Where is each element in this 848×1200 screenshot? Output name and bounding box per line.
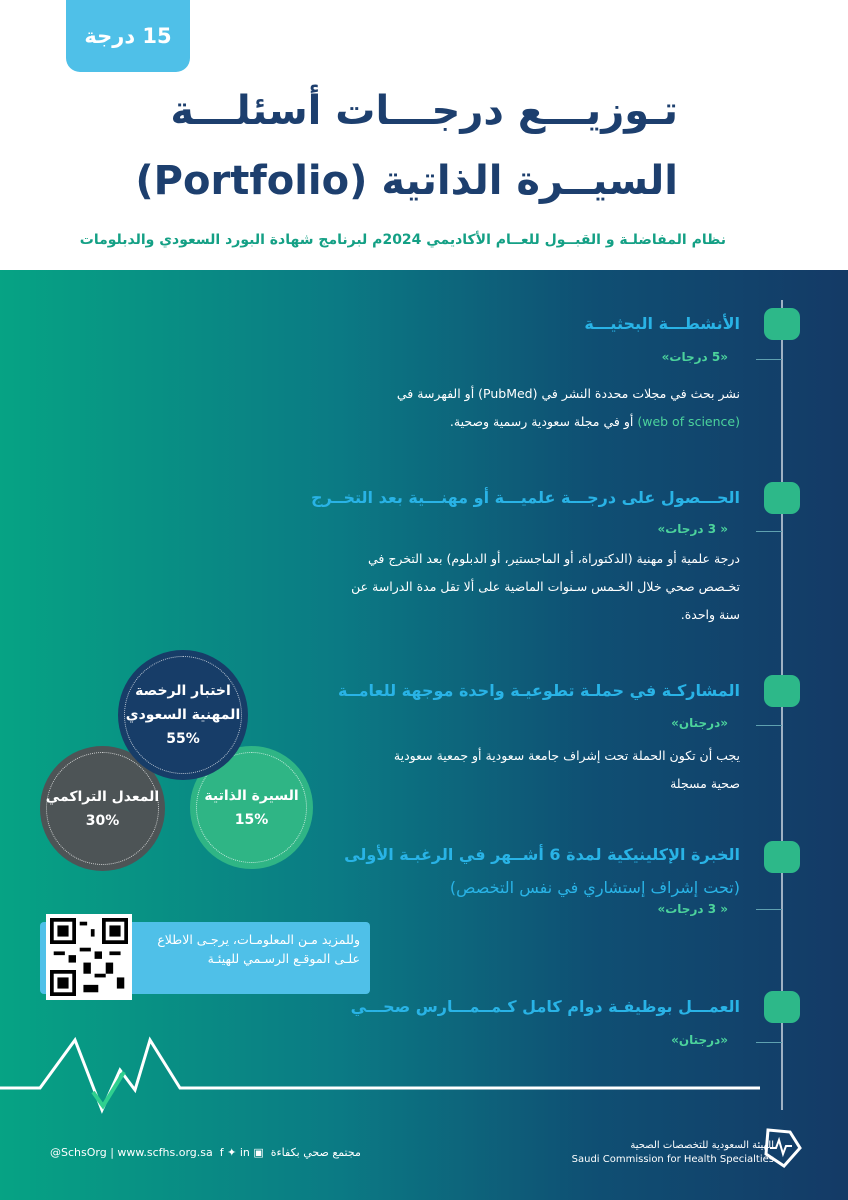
item-body: يجب أن تكون الحملة تحت إشراف جامعة سعودي… (393, 748, 740, 791)
timeline-node (764, 675, 800, 707)
scfhs-logo-icon (764, 1128, 802, 1168)
item-points: «درجتان» (671, 716, 728, 730)
item-points: « 3 درجات» (657, 522, 728, 536)
page-title-line1: تـوزيـــع درجـــات أسئلـــة (170, 88, 678, 134)
item-points: «5 درجات» (661, 350, 728, 364)
item-points: « 3 درجات» (657, 902, 728, 916)
timeline-node (764, 841, 800, 873)
timeline-node (764, 482, 800, 514)
timeline-tick (756, 909, 782, 910)
timeline-node (764, 991, 800, 1023)
timeline-tick (756, 359, 782, 360)
total-score-badge: 15 درجة (66, 0, 190, 72)
item-body: درجة علمية أو مهنية (الدكتوراة، أو الماج… (351, 551, 740, 622)
timeline-tick (756, 725, 782, 726)
timeline-node (764, 308, 800, 340)
timeline-tick (756, 1042, 782, 1043)
item-heading: الخبرة الإكلينيكية لمدة 6 أشــهر في الرغ… (344, 845, 740, 864)
qr-code-icon (50, 918, 128, 996)
heartbeat-line-icon (0, 1036, 760, 1114)
item-heading: الحـــصول على درجـــة علميـــة أو مهنـــ… (311, 488, 740, 507)
page-title-line2: السيــرة الذاتية (Portfolio) (135, 158, 678, 204)
item-points: «درجتان» (671, 1033, 728, 1047)
footer-contacts: @SchsOrg | www.scfhs.org.sa f ✦ in ▣ مجت… (50, 1146, 361, 1159)
timeline-tick (756, 531, 782, 532)
item-heading: الأنشطـــة البحثيـــة (584, 314, 740, 333)
qr-code[interactable] (46, 914, 132, 1000)
item-heading: المشاركـة في حملـة تطوعيـة واحدة موجهة ل… (337, 681, 740, 700)
header: 15 درجة تـوزيـــع درجـــات أسئلـــة السي… (0, 0, 848, 270)
page-subtitle: نظام المفاضلـة و القبــول للعــام الأكاد… (79, 232, 726, 248)
website-handle[interactable]: @SchsOrg | www.scfhs.org.sa (50, 1146, 213, 1159)
item-heading: العمـــل بوظيفـة دوام كامل كـمــمـــارس … (350, 997, 740, 1016)
social-icons[interactable]: f ✦ in ▣ (216, 1146, 268, 1159)
item-body: نشر بحث في مجلات محددة النشر في (PubMed)… (396, 386, 740, 429)
item-subheading: (تحت إشراف إستشاري في نفس التخصص) (449, 878, 740, 897)
slogan: مجتمع صحي بكفاءة (270, 1146, 361, 1159)
